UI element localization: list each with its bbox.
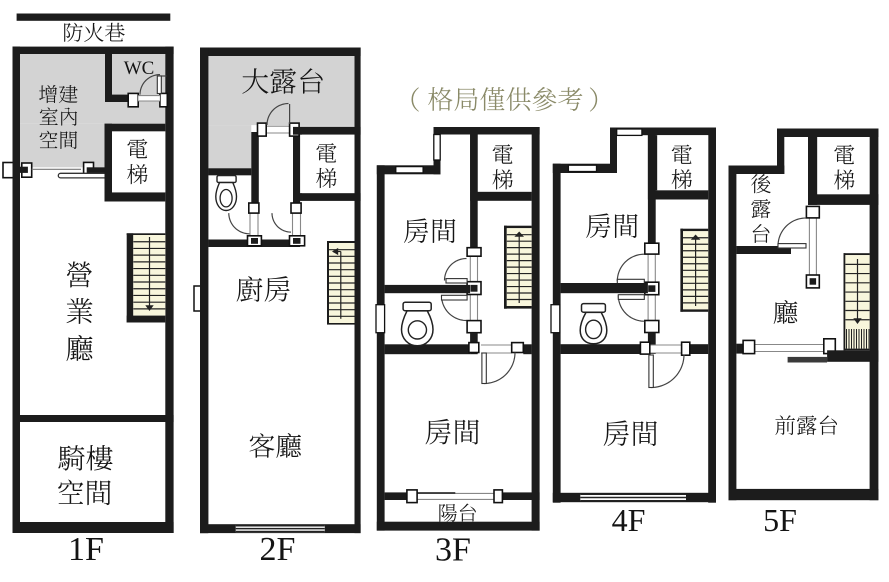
svg-text:2F: 2F: [260, 531, 296, 568]
svg-text:4F: 4F: [612, 502, 646, 538]
svg-text:WC: WC: [124, 58, 155, 79]
svg-text:5F: 5F: [763, 502, 797, 538]
svg-text:3F: 3F: [435, 532, 471, 569]
svg-text:1F: 1F: [68, 531, 104, 568]
